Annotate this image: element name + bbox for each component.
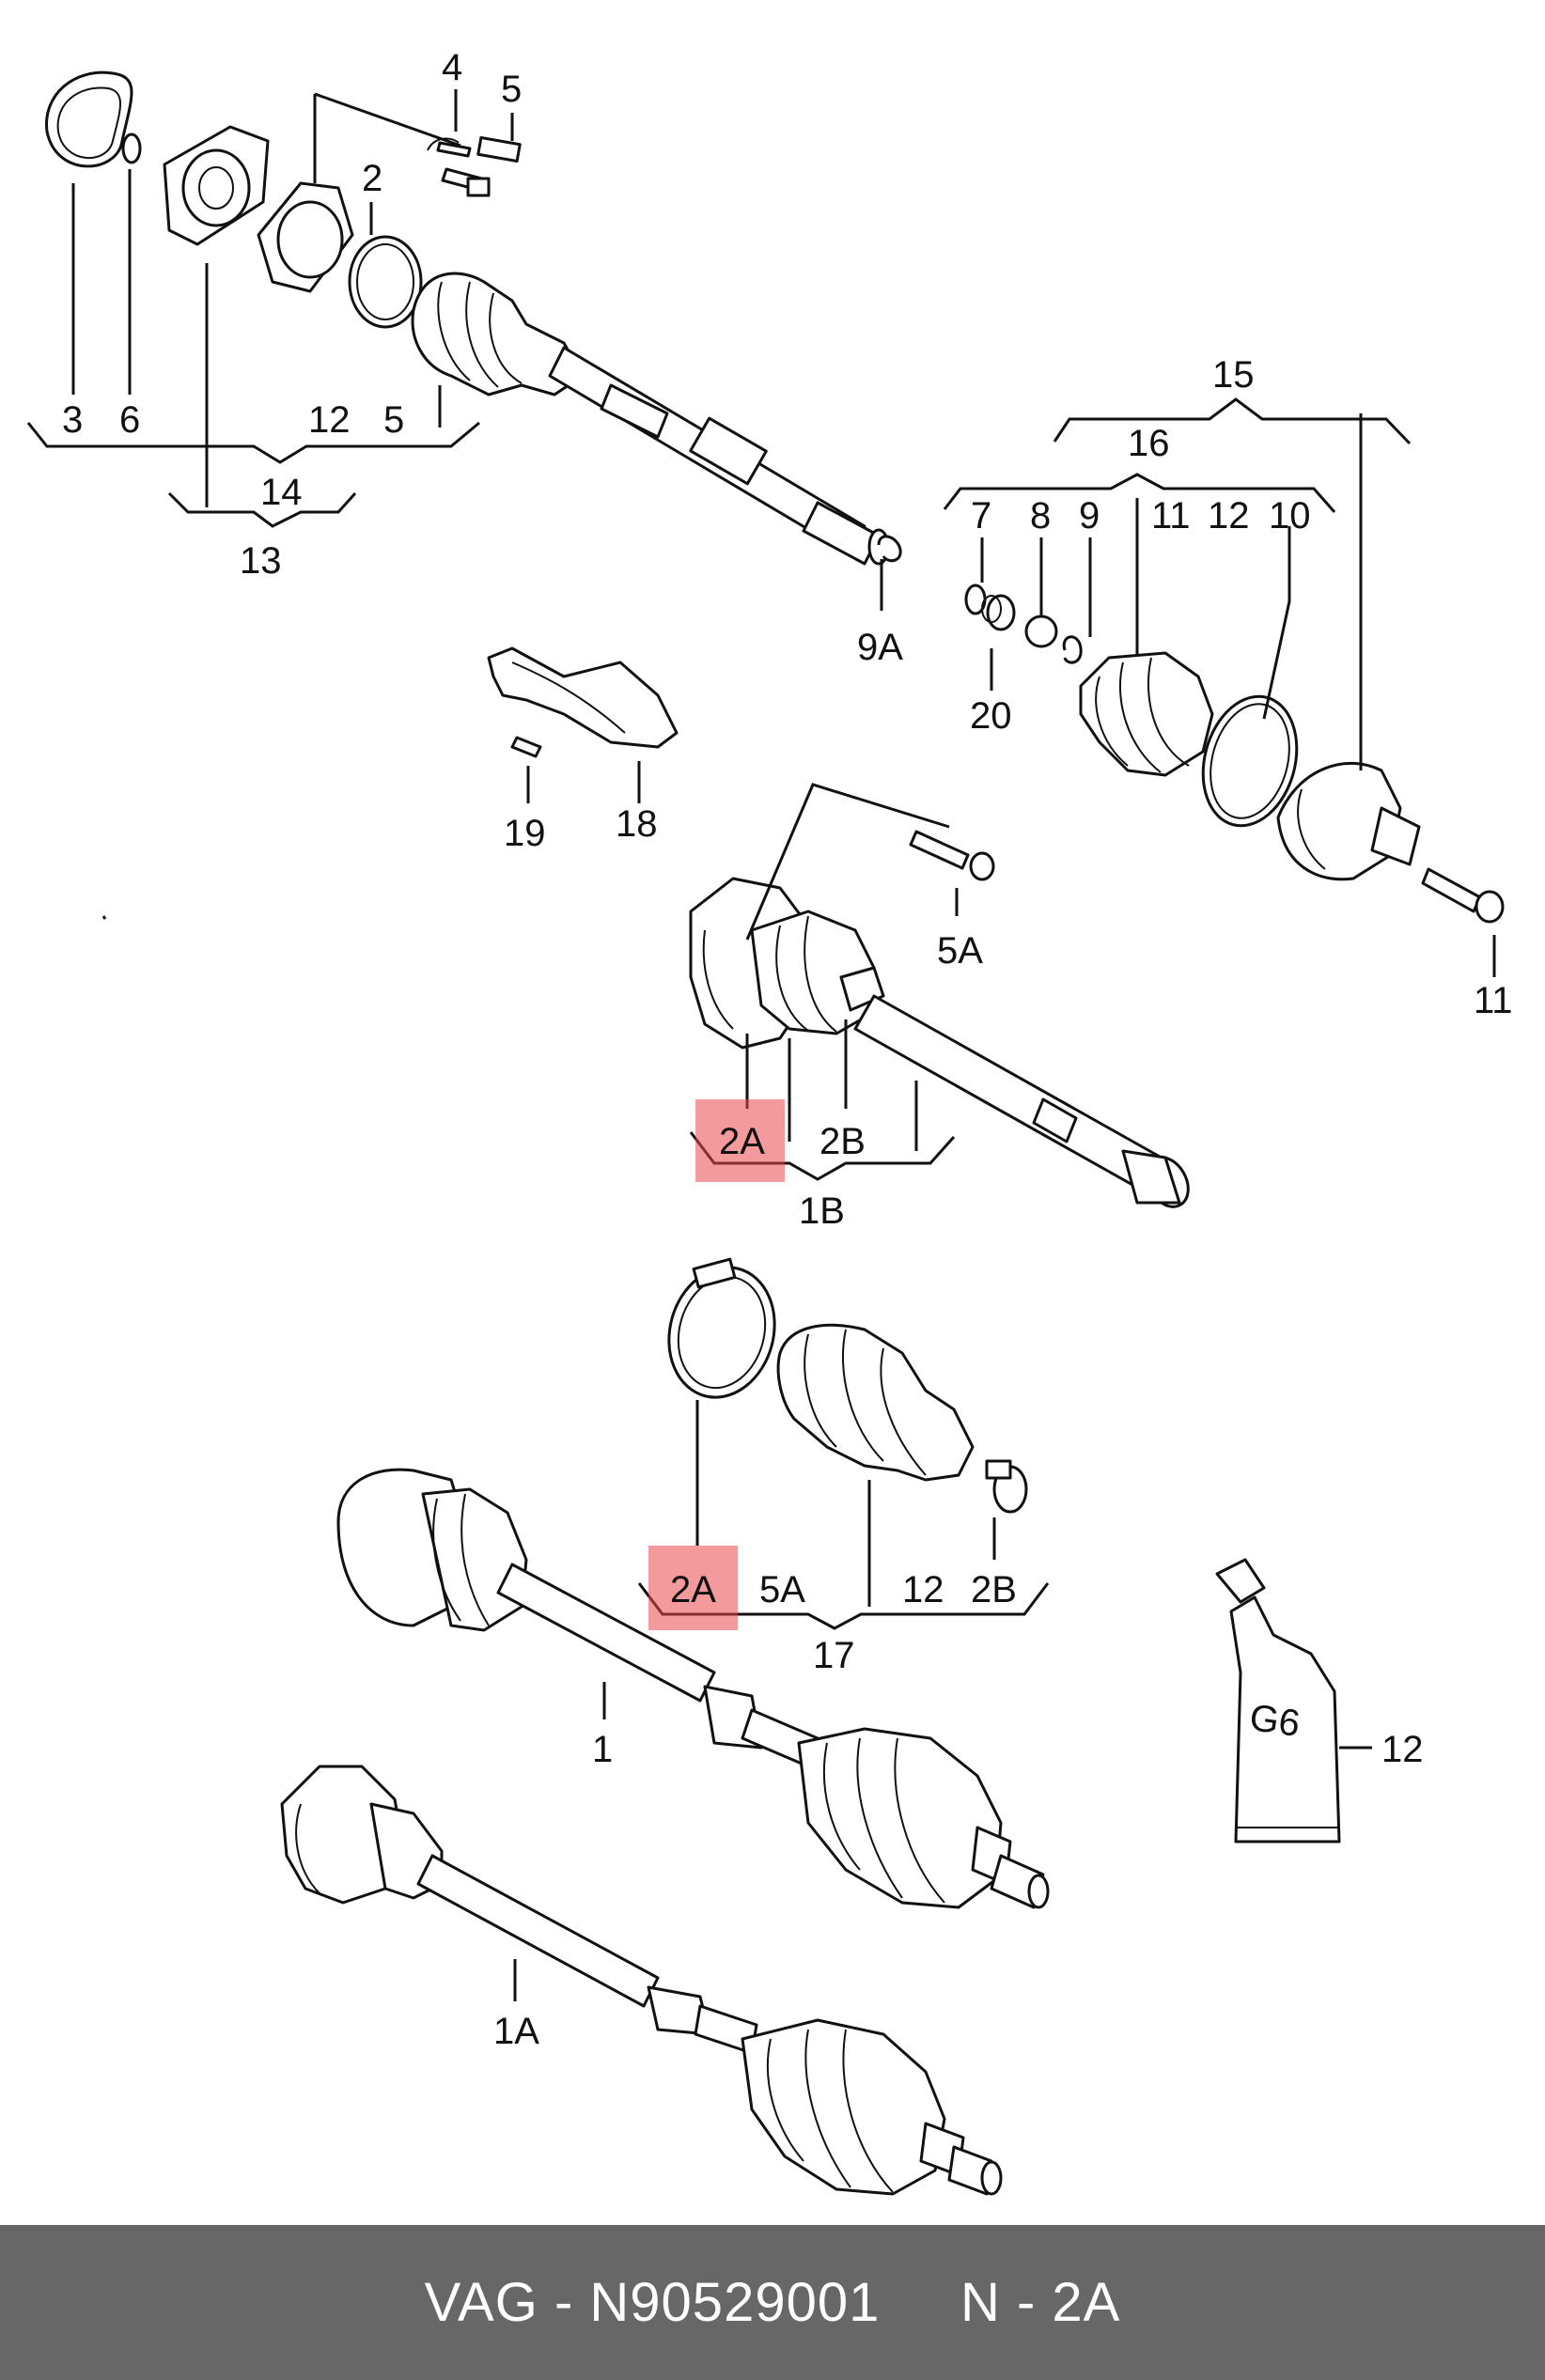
label-12-tube: 12 (1381, 1729, 1424, 1770)
top-left-joint-assembly (45, 70, 902, 566)
label-20: 20 (970, 695, 1012, 737)
inner-joint-1b-assembly (689, 830, 1190, 1208)
diagram-position: 2A (1052, 2272, 1121, 2333)
top-right-leaders (943, 397, 1496, 977)
highlight-2A-upper (695, 1099, 785, 1182)
tube-marking: G6 (1247, 1697, 1303, 1745)
separator: - (538, 2272, 590, 2333)
label-12: 12 (308, 399, 351, 441)
exploded-parts-diagram: G6 3 6 4 5 2 12 5 14 13 9A 15 16 7 8 9 1… (26, 47, 1513, 2196)
spacer (880, 2272, 960, 2333)
top-right-joint-assembly (964, 583, 1505, 924)
part-number: N90529001 (589, 2272, 881, 2333)
label-14: 14 (260, 472, 303, 513)
label-10: 10 (1269, 495, 1311, 537)
part-info-text: VAG - N90529001 N - 2A (425, 2271, 1121, 2334)
label-2A-lower: 2A (670, 1569, 716, 1610)
label-9: 9 (1079, 495, 1100, 537)
label-9A: 9A (857, 627, 903, 668)
label-11: 11 (1474, 980, 1513, 1021)
grease-tube-12: G6 (1215, 1558, 1372, 1843)
bottom-leaders (513, 1682, 606, 2001)
label-4: 4 (442, 47, 462, 88)
top-left-leaders (26, 89, 883, 611)
label-11-top: 11 (1151, 495, 1191, 537)
brand: VAG (424, 2272, 538, 2333)
label-5A: 5A (937, 930, 983, 972)
label-18: 18 (616, 803, 658, 845)
highlight-2A-lower (648, 1546, 738, 1630)
label-13: 13 (240, 540, 282, 582)
part-callout-labels: 3 6 4 5 2 12 5 14 13 9A 15 16 7 8 9 11 1… (62, 47, 1513, 2052)
label-19: 19 (504, 813, 546, 854)
part-info-footer: VAG - N90529001 N - 2A (0, 2225, 1545, 2380)
label-6: 6 (119, 399, 140, 441)
label-3: 3 (62, 399, 83, 441)
label-15: 15 (1212, 354, 1255, 396)
drive-shaft-1 (336, 1468, 1050, 1909)
separator: - (1000, 2272, 1053, 2333)
label-2A-upper: 2A (719, 1121, 765, 1162)
position-prefix: N (960, 2272, 1001, 2333)
label-12-top-right: 12 (1208, 495, 1250, 537)
label-2B-lower: 2B (971, 1569, 1017, 1610)
label-16: 16 (1128, 423, 1170, 464)
drive-shaft-1a (280, 1765, 1003, 2196)
repair-kit-17 (667, 1257, 1028, 1514)
label-5A-lower: 5A (759, 1569, 805, 1610)
label-7: 7 (971, 495, 991, 537)
label-2B-upper: 2B (819, 1121, 866, 1162)
label-2: 2 (362, 158, 382, 199)
label-17: 17 (813, 1635, 855, 1676)
label-5-mid: 5 (383, 399, 404, 441)
label-1B: 1B (799, 1190, 845, 1232)
label-8: 8 (1030, 495, 1051, 537)
label-1A: 1A (493, 2011, 539, 2052)
label-12-lower: 12 (902, 1569, 944, 1610)
heat-shield-18-19 (487, 646, 679, 803)
label-1: 1 (592, 1729, 613, 1770)
label-5: 5 (501, 69, 522, 110)
